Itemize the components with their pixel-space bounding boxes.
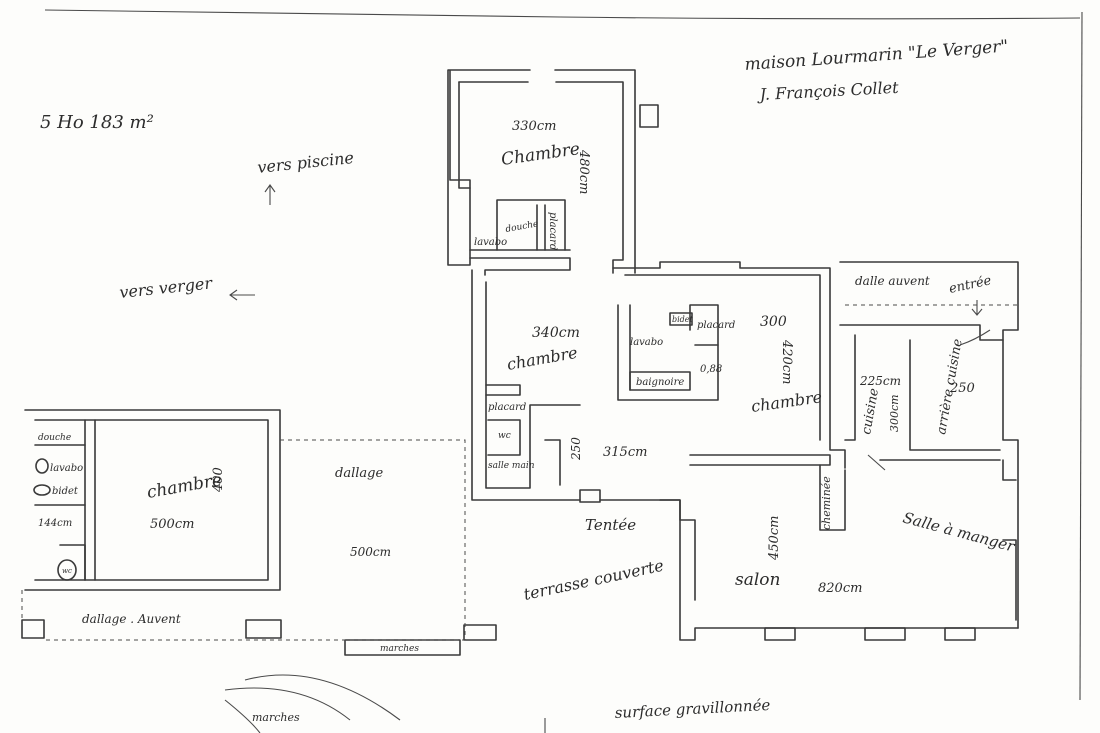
north-chimney [639,104,659,128]
bath-dim-label: 0,88 [700,364,722,375]
center-bedroom-name: chambre [505,343,579,374]
pool-arrow [264,184,276,205]
direction-arrows [229,184,983,733]
west-bedroom-depth: 400 [211,467,226,493]
entry-porch-label: dalle auvent [855,274,930,288]
porches [21,304,1018,733]
paving-porch-label: dallage . Auvent [82,612,181,626]
plan-summary: 5 Ho 183 m² [40,112,154,133]
west-sink-label: lavabo [50,463,83,474]
east-wing-walls [819,261,1019,629]
west-shower-label: douche [38,433,71,443]
kitchen-name: cuisine [859,387,882,436]
west-bedroom-walls [24,409,281,591]
dining-room-name: Salle à manger [901,508,1017,555]
north-bedroom-name: Chambre [500,139,581,170]
orchard-arrow [229,289,255,301]
west-bidet-label: bidet [52,486,79,497]
north-bedroom-walls [447,69,659,276]
north-closet-label: placard [547,212,558,250]
paving-steps-label: marches [380,644,419,654]
center-washroom-label: salle main [488,461,535,471]
paving-width: 500cm [350,545,391,559]
hallway-depth: 250 [569,437,583,461]
back-kitchen-width: 250 [949,381,975,396]
east-bedroom-depth: 420cm [779,339,794,384]
hallway-width: 315cm [603,445,647,460]
entry-arrow [971,300,983,316]
center-wc-label: wc [498,431,511,441]
kitchen-width: 225cm [859,374,901,388]
entry-label: entrée [948,273,993,297]
living-room-depth: 450cm [767,516,782,561]
west-bedroom-width: 500cm [150,517,194,532]
terrace-tent-label: Tentée [585,516,636,534]
east-bedroom-name: chambre [750,387,823,416]
living-room-width: 820cm [818,581,862,596]
center-closet-label: placard [488,402,526,413]
living-room-name: salon [735,570,780,590]
kitchen-depth: 300cm [888,394,901,432]
central-block-walls [471,261,1019,641]
bath-bidet-label: bidet [672,315,694,324]
bath-closet-label: placard [697,320,735,331]
paving-name: dallage [335,466,383,481]
west-wc-label: wc [62,567,72,575]
center-bedroom-width: 340cm [532,325,580,341]
pool-label: vers piscine [256,148,354,177]
gravel-label: surface gravillonnée [614,696,771,722]
fireplace-label: cheminée [820,476,833,530]
west-bath-width: 144cm [38,518,72,529]
north-bedroom-depth: 480cm [576,149,591,194]
terrace-name: terrasse couverte [522,556,666,604]
plan-author: J. François Collet [756,78,899,104]
north-sink-label: lavabo [474,237,507,248]
text-labels: maison Lourmarin "Le Verger" J. François… [38,37,1017,724]
east-bedroom-width: 300 [760,314,787,330]
orchard-label: vers verger [118,273,214,302]
plan-title: maison Lourmarin "Le Verger" [744,37,1009,75]
bath-sink-label: lavabo [630,337,663,348]
bath-tub-label: baignoire [636,377,684,388]
lower-steps-label: marches [252,711,300,724]
north-shower-label: douche [505,219,539,235]
page-borders [44,9,1083,701]
north-bedroom-width: 330cm [512,119,556,134]
